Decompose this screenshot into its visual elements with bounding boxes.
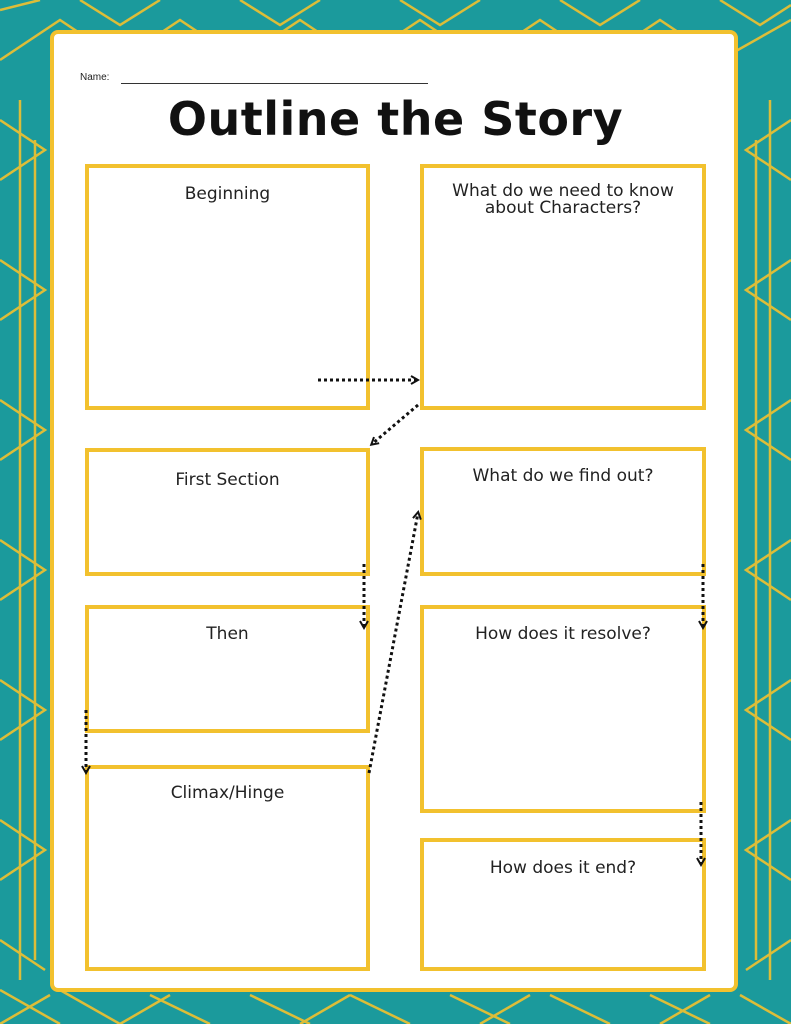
box-beginning[interactable]: Beginning <box>85 164 370 410</box>
box-label-resolve: How does it resolve? <box>475 624 651 644</box>
box-label-climax-hinge: Climax/Hinge <box>170 783 285 803</box>
box-characters[interactable]: What do we need to know about Characters… <box>420 164 706 410</box>
box-climax-hinge[interactable]: Climax/Hinge <box>85 765 370 971</box>
box-label-beginning: Beginning <box>184 184 271 204</box>
box-then[interactable]: Then <box>85 605 370 733</box>
box-end[interactable]: How does it end? <box>420 838 706 971</box>
box-resolve[interactable]: How does it resolve? <box>420 605 706 813</box>
box-label-characters: What do we need to know about Characters… <box>452 181 674 218</box>
name-input-line[interactable] <box>121 83 428 84</box>
box-label-find-out: What do we find out? <box>472 466 654 486</box>
box-label-end: How does it end? <box>489 858 637 878</box>
box-label-then: Then <box>206 624 249 644</box>
box-first-section[interactable]: First Section <box>85 448 370 576</box>
page-title: Outline the Story <box>167 92 624 146</box>
name-label: Name: <box>80 72 110 83</box>
box-find-out[interactable]: What do we find out? <box>420 447 706 576</box>
box-label-first-section: First Section <box>175 470 280 490</box>
